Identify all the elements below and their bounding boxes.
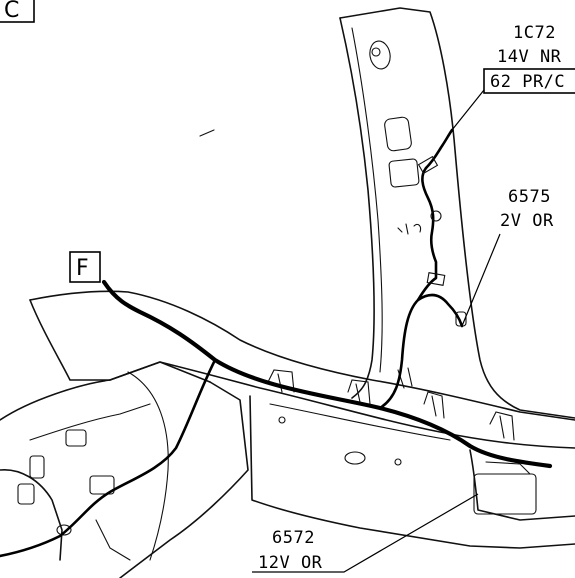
callout-6575: 6575 2V OR xyxy=(461,187,554,327)
callout-6572: 6572 12V OR xyxy=(252,493,479,573)
callout-6572-spec: 12V OR xyxy=(258,553,323,573)
wire-harness xyxy=(0,128,553,558)
view-letter-box: C xyxy=(0,0,35,23)
pillar-panel xyxy=(339,7,575,419)
callout-1c72-ref: 62 PR/C xyxy=(490,72,565,92)
harness-connector xyxy=(426,272,446,286)
callout-1c72: 1C72 14V NR 62 PR/C xyxy=(451,23,575,131)
callout-1c72-spec: 14V NR xyxy=(497,47,562,67)
callout-6572-code: 6572 xyxy=(272,528,315,548)
connector-f: F xyxy=(69,251,101,283)
view-letter: C xyxy=(4,0,19,23)
connector-f-label: F xyxy=(76,256,89,281)
stray-mark xyxy=(199,129,215,137)
callout-6575-code: 6575 xyxy=(508,187,551,207)
harness-clip xyxy=(430,210,442,222)
sill-rail xyxy=(29,290,575,549)
harness-connector xyxy=(417,155,439,175)
callout-1c72-code: 1C72 xyxy=(513,23,556,43)
callout-6575-spec: 2V OR xyxy=(500,211,554,231)
front-floor-section xyxy=(0,361,249,578)
